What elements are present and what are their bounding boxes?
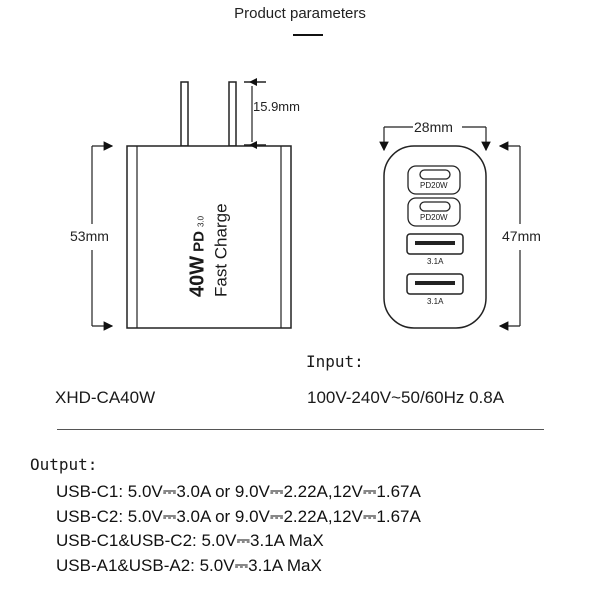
pin-length-dimension xyxy=(244,78,266,149)
charger-body-front xyxy=(126,145,292,329)
side-height-dimension xyxy=(498,141,521,331)
output-line-usb-a1-a2: USB-A1&USB-A2: 5.0V⎓3.1A MaX xyxy=(56,556,322,575)
output-line-usb-c2: USB-C2: 5.0V⎓3.0A or 9.0V⎓2.22A,12V⎓1.67… xyxy=(56,507,421,526)
front-height-dimension xyxy=(91,141,114,331)
side-width-dimension xyxy=(379,126,491,152)
usb-c1-label: PD20W xyxy=(420,181,448,190)
side-width-label: 28mm xyxy=(414,119,453,135)
pin-length-label: 15.9mm xyxy=(253,99,300,114)
model-number: XHD-CA40W xyxy=(55,388,156,407)
power-rating: 40W xyxy=(186,255,209,297)
input-value: 100V-240V~50/60Hz 0.8A xyxy=(307,388,505,407)
output-label: Output: xyxy=(30,455,98,474)
input-label: Input: xyxy=(306,352,364,371)
page-title: Product parameters xyxy=(234,5,366,22)
pd-logo: PD xyxy=(190,231,208,252)
front-height-label: 53mm xyxy=(70,228,109,244)
plug-pins xyxy=(180,81,237,147)
title-underline xyxy=(293,34,323,36)
fast-charge-text: Fast Charge xyxy=(211,203,231,297)
divider xyxy=(57,429,544,430)
usb-a1-label: 3.1A xyxy=(427,257,444,266)
usb-c2-label: PD20W xyxy=(420,213,448,222)
side-height-label: 47mm xyxy=(502,228,541,244)
charger-body-side xyxy=(383,145,487,329)
output-line-usb-c1-c2: USB-C1&USB-C2: 5.0V⎓3.1A MaX xyxy=(56,531,324,550)
pd-version: 3.0 xyxy=(196,215,206,228)
usb-a2-label: 3.1A xyxy=(427,297,444,306)
output-line-usb-c1: USB-C1: 5.0V⎓3.0A or 9.0V⎓2.22A,12V⎓1.67… xyxy=(56,482,421,501)
